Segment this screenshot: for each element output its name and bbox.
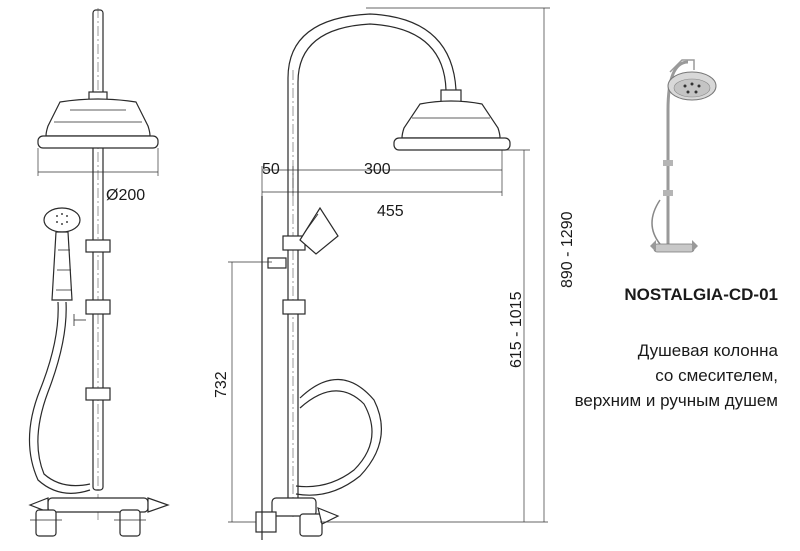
hand-shower-handle — [51, 231, 73, 301]
side-shower-head-dome — [401, 100, 501, 139]
hand-shower-head-icon — [43, 207, 81, 233]
side-arch-inner — [297, 23, 447, 500]
side-arch-outer — [287, 13, 457, 500]
front-shower-head-dome — [45, 98, 151, 137]
dimension-lines: 50 300 455 732 615 - 1015 890 - 1290 — [213, 7, 576, 523]
product-thumbnail — [650, 59, 717, 253]
front-right-valve — [119, 509, 141, 537]
side-wall-connector — [255, 511, 277, 533]
side-hand-shower-head-icon — [299, 206, 339, 255]
side-wall-bracket — [267, 257, 287, 269]
front-holder-lower — [85, 387, 111, 401]
dim-50-label: 50 — [262, 161, 280, 178]
front-view: Ø200 — [28, 8, 170, 537]
front-hose — [28, 301, 91, 494]
side-view — [255, 13, 511, 540]
description-line: Душевая колонна — [637, 341, 778, 360]
front-holder-slider — [85, 299, 111, 315]
front-hand-shower — [43, 207, 81, 301]
thumbnail-mixer-icon — [653, 243, 695, 253]
dim-732-label: 732 — [213, 371, 230, 398]
product-model-title: NOSTALGIA-CD-01 — [624, 285, 778, 304]
side-head-connector — [440, 89, 462, 103]
front-left-handle-icon — [28, 497, 49, 513]
dim-615-1015-label: 615 - 1015 — [508, 291, 525, 368]
side-handle-icon — [317, 507, 340, 525]
description-line: верхним и ручным душем — [574, 391, 778, 410]
side-mixer-body — [271, 497, 317, 517]
product-description: Душевая колонна со смесителем, верхним и… — [575, 338, 778, 413]
side-valve — [299, 513, 323, 537]
dim-300-label: 300 — [364, 161, 391, 178]
side-hose — [295, 378, 382, 496]
side-holder-slider — [282, 299, 306, 315]
side-shower-head-rim — [393, 137, 511, 151]
front-shower-head-rim — [37, 135, 159, 149]
description-line: со смесителем, — [655, 366, 778, 385]
dim-455-label: 455 — [377, 203, 404, 220]
front-left-valve — [35, 509, 57, 537]
front-right-handle-icon — [147, 497, 170, 513]
front-holder-upper — [85, 239, 111, 253]
shower-head-diameter-label: Ø200 — [106, 187, 145, 204]
dim-890-1290-label: 890 - 1290 — [559, 211, 576, 288]
